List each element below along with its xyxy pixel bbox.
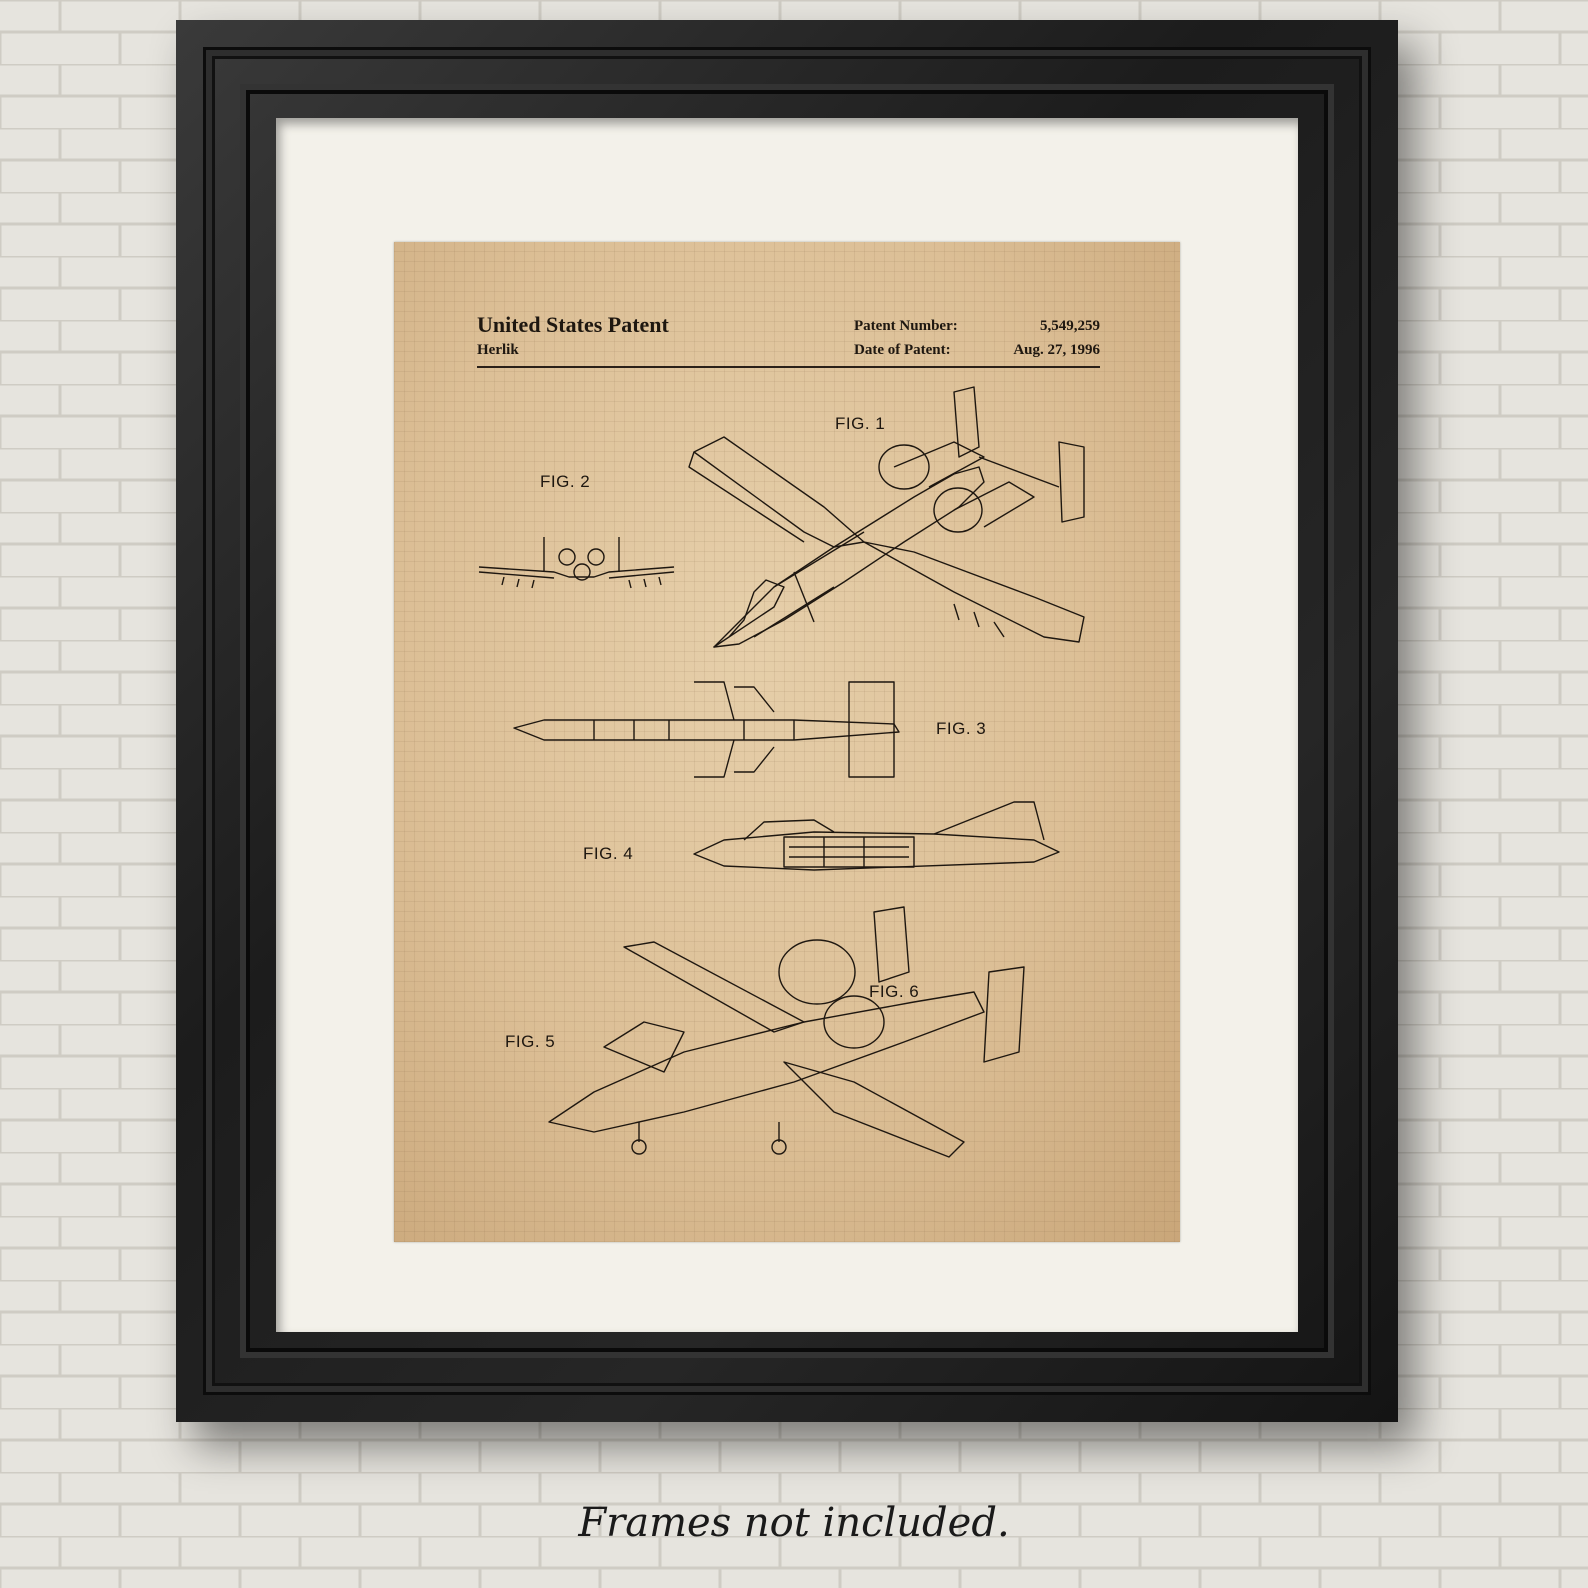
header-rule [477,366,1100,368]
patent-date: Aug. 27, 1996 [1013,342,1100,358]
patent-print: United States Patent Herlik Patent Numbe… [394,242,1180,1242]
patent-number: 5,549,259 [1040,318,1100,334]
fig6-label: FIG. 6 [869,982,920,1001]
patent-date-label: Date of Patent: [854,342,951,358]
fig4-side-view-drawing [693,801,1060,871]
fig3-label: FIG. 3 [936,719,987,738]
fig1-label: FIG. 1 [835,414,886,433]
fig3-top-view-drawing [513,681,900,778]
caption-frames-not-included: Frames not included. [578,1500,1010,1546]
patent-drawings [478,386,1085,1158]
patent-inventor: Herlik [477,342,519,358]
fig2-front-view-drawing [478,537,675,589]
fig1-aircraft-drawing [688,386,1085,648]
patent-number-label: Patent Number: [854,318,958,334]
fig2-label: FIG. 2 [540,472,591,491]
fig4-label: FIG. 4 [583,844,634,863]
fig5-aircraft-drawing [548,906,1025,1158]
fig5-label: FIG. 5 [505,1032,556,1051]
patent-title: United States Patent [477,312,669,337]
